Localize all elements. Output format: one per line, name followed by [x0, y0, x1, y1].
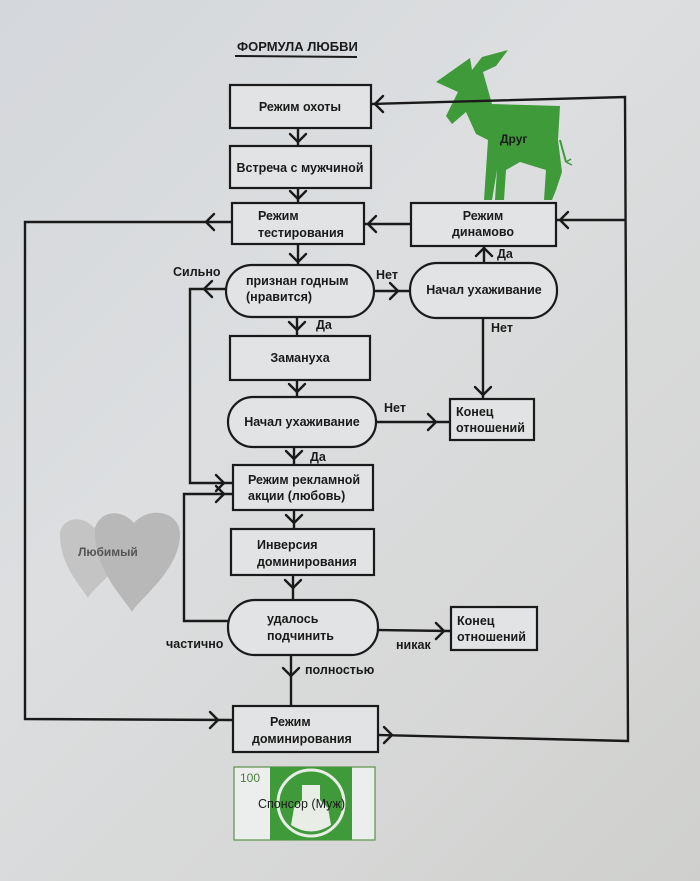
edge-label-no-court-mid: Нет — [384, 401, 406, 415]
hearts-icon: Любимый — [60, 512, 180, 612]
donkey-icon: Друг — [436, 50, 573, 200]
node-dominance-inversion[interactable]: Инверсия доминирования — [229, 527, 376, 577]
node-started-courting-mid[interactable]: Начал ухаживание — [226, 395, 378, 449]
node-dominance-inversion-label-2: доминирования — [257, 555, 357, 569]
node-deemed-fit-label-2: (нравится) — [246, 290, 312, 304]
node-meeting-label: Встреча с мужчиной — [236, 161, 363, 175]
donkey-label: Друг — [500, 132, 527, 146]
edge-label-yes-dinamo: Да — [497, 247, 514, 261]
node-testing-mode-label-1: Режим — [258, 209, 299, 223]
node-started-courting-right[interactable]: Начал ухаживание — [408, 261, 559, 320]
node-dinamo-mode[interactable]: Режим динамово — [409, 201, 558, 248]
banknote-icon: 100 Спонсор (Муж) — [233, 766, 376, 841]
edge-label-nothing: никак — [396, 638, 431, 652]
node-dinamo-mode-label-2: динамово — [452, 225, 514, 239]
hearts-label: Любимый — [78, 545, 138, 559]
edge-label-yes-court-mid: Да — [310, 450, 327, 464]
edge-label-fully: полностью — [305, 663, 375, 677]
node-started-courting-mid-label: Начал ухаживание — [244, 415, 360, 429]
node-end-relationship-1-label-1: Конец — [456, 405, 494, 419]
arrowheads — [202, 94, 570, 745]
node-meeting[interactable]: Встреча с мужчиной — [228, 144, 373, 190]
node-promo-mode[interactable]: Режим рекламной акции (любовь) — [231, 463, 375, 512]
banknote-value: 100 — [240, 771, 260, 785]
node-testing-mode-label-2: тестирования — [258, 226, 344, 240]
edge-label-strongly: Сильно — [173, 265, 221, 279]
node-end-relationship-1-label-2: отношений — [456, 421, 525, 435]
node-dominance-mode-label-1: Режим — [270, 715, 311, 729]
edge-label-no-fit: Нет — [376, 268, 398, 282]
node-end-relationship-2-label-2: отношений — [457, 630, 526, 644]
node-dominance-mode[interactable]: Режим доминирования — [231, 704, 380, 754]
node-hunt-mode[interactable]: Режим охоты — [228, 83, 373, 130]
node-dominance-inversion-label-1: Инверсия — [257, 538, 318, 552]
node-deemed-fit-label-1: признан годным — [246, 274, 349, 288]
edge-label-no-court-right: Нет — [491, 321, 513, 335]
edge-label-partially: частично — [166, 637, 224, 651]
node-end-relationship-2[interactable]: Конец отношений — [449, 605, 539, 652]
node-lure-label: Замануха — [270, 351, 330, 365]
banknote-label: Спонсор (Муж) — [258, 797, 345, 811]
node-managed-to-subdue[interactable]: удалось подчинить — [226, 598, 380, 657]
edge-label-yes-fit: Да — [316, 318, 333, 332]
node-managed-to-subdue-label-2: подчинить — [267, 629, 334, 643]
node-deemed-fit[interactable]: признан годным (нравится) — [224, 263, 376, 319]
node-dominance-mode-label-2: доминирования — [252, 732, 352, 746]
node-end-relationship-2-label-1: Конец — [457, 614, 495, 628]
title-underline — [234, 55, 358, 58]
node-lure[interactable]: Замануха — [228, 334, 372, 382]
node-promo-mode-label-2: акции (любовь) — [248, 489, 345, 503]
node-promo-mode-label-1: Режим рекламной — [248, 473, 360, 487]
node-testing-mode[interactable]: Режим тестирования — [230, 201, 366, 246]
node-started-courting-right-label: Начал ухаживание — [426, 283, 542, 297]
node-end-relationship-1[interactable]: Конец отношений — [448, 397, 536, 442]
node-dinamo-mode-label-1: Режим — [463, 209, 504, 223]
diagram-title: ФОРМУЛА ЛЮБВИ — [237, 39, 358, 54]
node-managed-to-subdue-label-1: удалось — [267, 612, 319, 626]
node-hunt-mode-label: Режим охоты — [259, 100, 341, 114]
